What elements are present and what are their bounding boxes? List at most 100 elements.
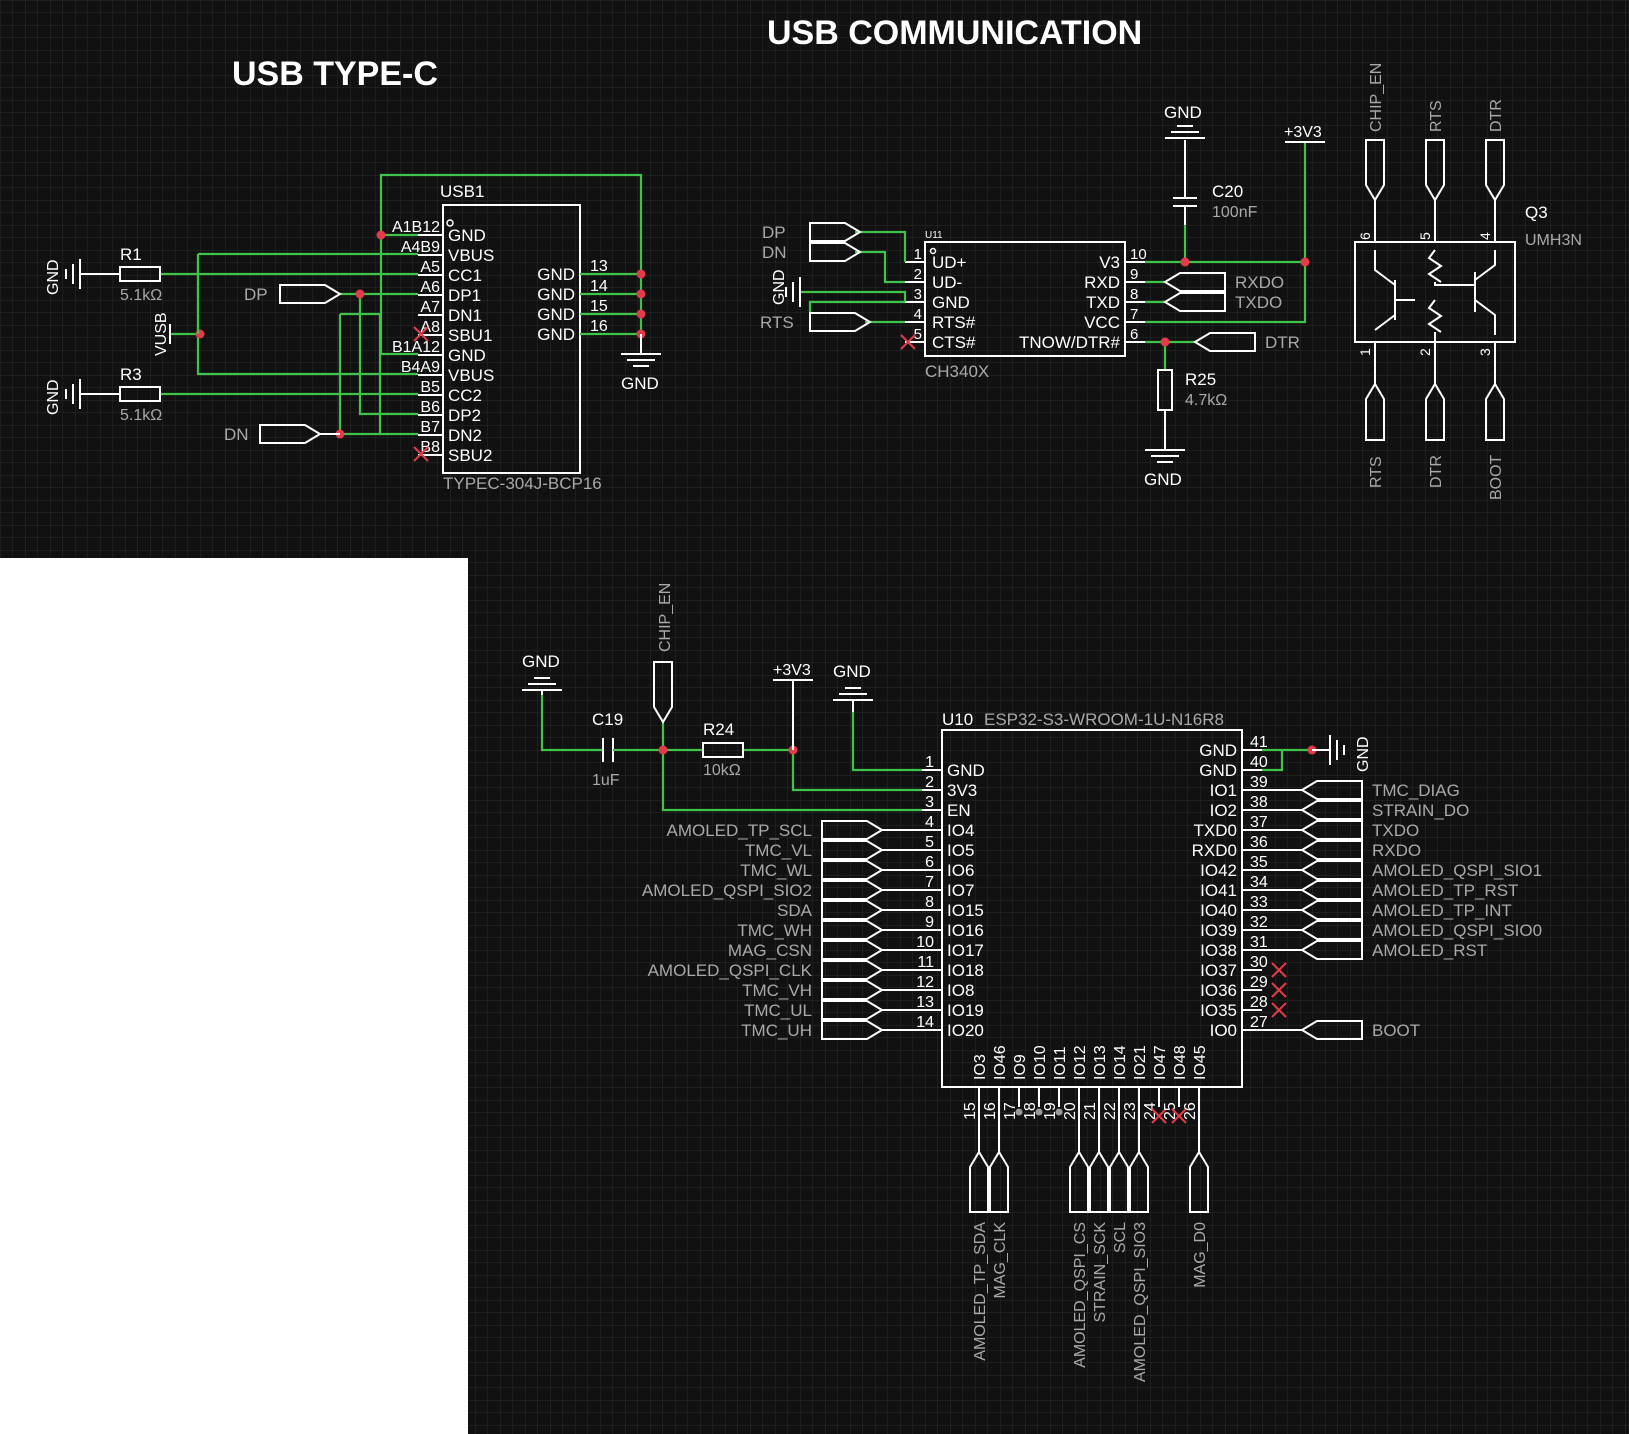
- ch340-pin-number: 3: [914, 286, 922, 303]
- esp-pin-name: GND: [1199, 741, 1237, 760]
- gnd-symbol-esp-right: GND: [1312, 735, 1372, 772]
- esp-net-port-right: BOOT: [1262, 1020, 1420, 1040]
- usb-pin-name: DP1: [448, 286, 481, 305]
- esp-net-port-right: TMC_DIAG: [1262, 780, 1460, 800]
- esp-net-label: AMOLED_TP_INT: [1372, 901, 1512, 920]
- esp-net-port-right: AMOLED_TP_RST: [1262, 880, 1518, 900]
- esp-pin-number: 24: [1142, 1102, 1159, 1120]
- esp-pin-number: 39: [1250, 774, 1268, 791]
- esp-net-label: MAG_D0: [1192, 1222, 1209, 1288]
- vusb-symbol: VUSB: [153, 312, 171, 356]
- transistor-q3: Q3 UMH3N 6 5 4 1 2 3: [1354, 200, 1582, 384]
- usb-pin-number: A7: [420, 299, 440, 316]
- esp-net-label: STRAIN_DO: [1372, 801, 1469, 820]
- usb-pin-number: A5: [420, 259, 440, 276]
- esp-net-label: AMOLED_QSPI_SIO2: [642, 881, 812, 900]
- esp-pin-name: IO40: [1200, 901, 1237, 920]
- usb-pin-number: B6: [420, 399, 440, 416]
- esp-body: [941, 729, 1243, 1088]
- esp-pin-name: IO8: [947, 981, 974, 1000]
- q3-pin4: 4: [1477, 232, 1493, 240]
- q3-rts-label-bottom: RTS: [1368, 456, 1385, 488]
- rxdo-label-sheet2: RXDO: [1235, 273, 1284, 292]
- usb-pin-name: GND: [537, 285, 575, 304]
- esp-pin-name: IO4: [947, 821, 974, 840]
- esp-net-port-left: TMC_VL: [745, 840, 922, 860]
- esp-net-port-right: TXDO: [1262, 820, 1419, 840]
- dp-port-sheet1: DP: [244, 284, 342, 304]
- gnd-label-ch340: GND: [771, 269, 788, 305]
- ch340-pin-number: 10: [1130, 246, 1147, 263]
- esp-pin-number: 35: [1250, 854, 1268, 871]
- esp-pin-name: 3V3: [947, 781, 977, 800]
- esp-pin-endpoint: [1015, 1108, 1023, 1116]
- esp-pin-name: IO45: [1192, 1045, 1209, 1080]
- esp-pin-name: IO17: [947, 941, 984, 960]
- q3-part: UMH3N: [1525, 232, 1582, 249]
- esp-net-port-bottom: STRAIN_SCK: [1089, 1107, 1109, 1322]
- vusb-label: VUSB: [153, 312, 170, 356]
- q3-top-ports: CHIP_EN RTS DTR: [1365, 63, 1505, 202]
- usb-pin-number: A8: [420, 319, 440, 336]
- esp-net-label: AMOLED_QSPI_SIO3: [1132, 1222, 1149, 1382]
- ch340-body: [924, 241, 1126, 357]
- esp-net-port-left: TMC_WL: [740, 860, 922, 880]
- esp-net-port-left: AMOLED_TP_SCL: [667, 820, 922, 840]
- ch340-ref: U11: [925, 230, 943, 241]
- gnd-label-esp-top: GND: [833, 662, 871, 681]
- usb-pin-name: GND: [537, 265, 575, 284]
- esp-pin-name: IO37: [1200, 961, 1237, 980]
- esp-net-port-right: AMOLED_QSPI_SIO1: [1262, 860, 1542, 880]
- esp-pin-name: IO48: [1172, 1045, 1189, 1080]
- esp-pin-name: IO14: [1112, 1045, 1129, 1080]
- esp-net-port-left: AMOLED_QSPI_SIO2: [642, 880, 922, 900]
- gnd-label-2: GND: [45, 379, 62, 415]
- esp-pin-name: IO39: [1200, 921, 1237, 940]
- esp-pin-number: 13: [916, 994, 934, 1011]
- dp-label-sheet2: DP: [762, 223, 786, 242]
- esp-pin-name: IO47: [1152, 1045, 1169, 1080]
- usb-pin-name: DN1: [448, 306, 482, 325]
- esp-pin-name: IO35: [1200, 1001, 1237, 1020]
- v3v3-label-sheet3: +3V3: [773, 662, 811, 679]
- esp-net-port-right: AMOLED_RST: [1262, 940, 1487, 960]
- dn-label-sheet1: DN: [224, 425, 249, 444]
- usb-pin-number: 16: [590, 318, 608, 335]
- usb-part: TYPEC-304J-BCP16: [443, 474, 602, 493]
- usb-pin-number: A6: [420, 279, 440, 296]
- esp-pin-name: IO11: [1052, 1046, 1069, 1080]
- chip-en-port: CHIP_EN: [653, 583, 674, 724]
- ch340-pin-number: 9: [1130, 266, 1138, 283]
- esp-ref: U10: [942, 710, 973, 729]
- esp-net-label: AMOLED_TP_RST: [1372, 881, 1518, 900]
- ch340-pin-number: 1: [914, 246, 922, 263]
- esp-net-label: AMOLED_TP_SCL: [667, 821, 813, 840]
- esp-net-label: AMOLED_TP_SDA: [972, 1222, 989, 1361]
- esp-net-label: TMC_UH: [741, 1021, 812, 1040]
- esp-net-label: AMOLED_QSPI_SIO1: [1372, 861, 1542, 880]
- esp-pin-name: IO19: [947, 1001, 984, 1020]
- usb-sbu1-noconnect-mark: [413, 326, 429, 342]
- c19-ref: C19: [592, 710, 623, 729]
- esp-net-port-left: TMC_UL: [744, 1000, 922, 1020]
- esp-noconnect-mark: [1171, 1108, 1187, 1124]
- c20-ref: C20: [1212, 182, 1243, 201]
- chip-en-label: CHIP_EN: [657, 583, 674, 652]
- ch340-part: CH340X: [925, 362, 989, 381]
- esp-pin-number: 4: [925, 814, 934, 831]
- esp-pin-name: IO6: [947, 861, 974, 880]
- esp-pin-name: GND: [947, 761, 985, 780]
- q3-dtr-label-top: DTR: [1488, 99, 1505, 132]
- usb-pin-number: B7: [420, 419, 440, 436]
- usb-pin-name: GND: [537, 325, 575, 344]
- rts-label-sheet2: RTS: [760, 313, 794, 332]
- esp-net-port-bottom: MAG_D0: [1189, 1107, 1209, 1288]
- resistor-r3: R3 5.1kΩ: [80, 365, 162, 424]
- esp-pin-number: 11: [917, 954, 934, 971]
- v3v3-symbol-sheet2: +3V3: [1284, 124, 1325, 143]
- esp-pin-number: 8: [925, 894, 934, 911]
